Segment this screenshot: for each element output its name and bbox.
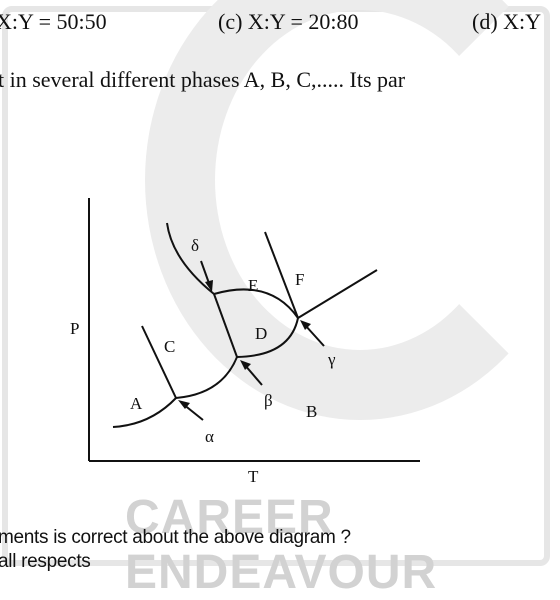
boundary-C-delta xyxy=(166,222,215,295)
arrow-delta xyxy=(200,260,213,292)
arrow-gamma xyxy=(300,320,325,347)
phase-label-A: A xyxy=(130,394,143,413)
statement-intro: ments is correct about the above diagram… xyxy=(0,527,351,548)
boundary-A-B xyxy=(112,397,177,428)
boundary-A-C xyxy=(141,325,177,399)
phase-diagram: P T A B C D E F α β γ δ xyxy=(70,198,420,486)
boundary-D-E xyxy=(213,288,299,319)
phase-label-D: D xyxy=(255,324,267,343)
boundary-C-D xyxy=(213,293,238,358)
boundary-C-B xyxy=(175,356,238,399)
x-axis-label: T xyxy=(248,467,259,486)
point-label-alpha: α xyxy=(205,427,214,446)
question-text: t in several different phases A, B, C,..… xyxy=(0,67,406,92)
y-axis-label: P xyxy=(70,319,79,338)
boundary-D-B xyxy=(236,317,299,358)
boundary-F-B xyxy=(297,269,378,319)
phase-label-B: B xyxy=(306,402,317,421)
phase-label-E: E xyxy=(248,276,258,295)
option-d: (d) X:Y xyxy=(472,9,542,34)
point-label-delta: δ xyxy=(191,236,199,255)
option-b: X:Y = 50:50 xyxy=(0,9,107,34)
point-label-gamma: γ xyxy=(327,350,336,369)
arrow-beta xyxy=(240,360,263,386)
phase-label-F: F xyxy=(295,270,304,289)
option-a-fragment: all respects xyxy=(0,551,91,572)
phase-label-C: C xyxy=(164,337,175,356)
boundary-E-F xyxy=(264,231,299,319)
option-c: (c) X:Y = 20:80 xyxy=(218,9,359,34)
arrow-alpha xyxy=(178,400,204,421)
point-label-beta: β xyxy=(264,391,273,410)
